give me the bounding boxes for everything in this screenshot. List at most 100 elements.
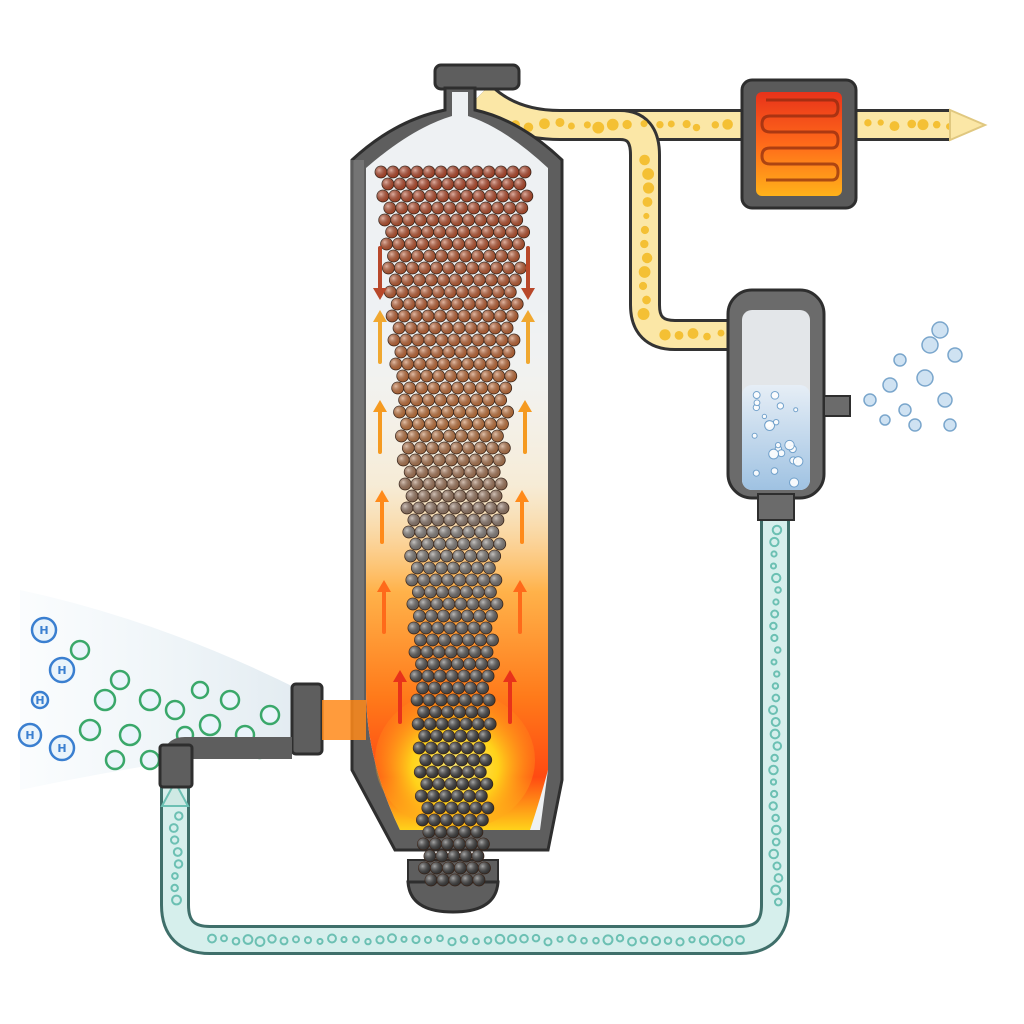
pellet-highlight — [399, 478, 412, 490]
pellet-highlight — [515, 202, 528, 214]
pellet-highlight — [432, 778, 445, 790]
water-droplet — [752, 391, 761, 399]
pellet-highlight — [395, 430, 408, 442]
offgas-bubble — [656, 120, 664, 129]
offgas-bubble — [674, 330, 684, 340]
pellet-highlight — [422, 394, 435, 406]
pellet-highlight — [495, 166, 507, 178]
pellet-highlight — [437, 610, 450, 622]
pellet-highlight — [431, 430, 444, 442]
recycle-bubble — [769, 536, 780, 548]
svg-text:H: H — [57, 664, 66, 677]
pellet-highlight — [397, 454, 410, 466]
pellet-highlight — [474, 214, 487, 226]
pellet-highlight — [417, 406, 430, 418]
pellet-highlight — [486, 634, 499, 646]
pellet-highlight — [405, 406, 418, 418]
pellet-highlight — [490, 598, 503, 610]
pellet-highlight — [409, 646, 422, 658]
offgas-bubble — [717, 329, 725, 337]
recycle-bubble — [519, 933, 529, 944]
pellet-highlight — [471, 334, 484, 346]
pellet-highlight — [517, 226, 530, 238]
pellet-highlight — [412, 190, 425, 202]
vapor-bubble — [916, 369, 934, 387]
heat-exchanger-icon — [740, 78, 858, 210]
pellet-highlight — [424, 418, 437, 430]
offgas-bubble — [917, 119, 929, 131]
pellet-highlight — [447, 334, 460, 346]
vapor-bubble — [893, 353, 907, 367]
pellet-highlight — [473, 358, 486, 370]
pellet-highlight — [405, 574, 418, 586]
pellet-highlight — [466, 730, 479, 742]
recycle-bubble — [770, 824, 782, 836]
pellet-highlight — [460, 586, 473, 598]
pellet-highlight — [433, 538, 446, 550]
pellet-highlight — [497, 274, 510, 286]
pellet-highlight — [445, 454, 458, 466]
pellet-highlight — [455, 514, 468, 526]
pellet-highlight — [435, 250, 448, 262]
pellet-highlight — [451, 790, 464, 802]
pellet-highlight — [405, 178, 418, 190]
pellet-highlight — [407, 514, 420, 526]
pellet-highlight — [463, 382, 476, 394]
water-vapor-bubbles — [863, 321, 963, 432]
pellet-highlight — [482, 310, 495, 322]
pellet-highlight — [507, 250, 520, 262]
recycle-bubble — [172, 847, 183, 857]
pellet-highlight — [488, 550, 501, 562]
pellet-highlight — [462, 214, 475, 226]
pellet-highlight — [409, 538, 422, 550]
offgas-bubble — [642, 197, 653, 207]
pellet-highlight — [453, 574, 466, 586]
recycle-bubble — [173, 859, 184, 869]
offgas-bubble — [555, 117, 565, 127]
pellet-highlight — [457, 802, 470, 814]
pellet-highlight — [429, 178, 442, 190]
down-arrow-icon — [521, 246, 535, 300]
recycle-bubble — [773, 670, 781, 678]
gas-molecule — [104, 749, 126, 771]
pellet-highlight — [438, 214, 451, 226]
recycle-bubble — [447, 936, 457, 947]
recycle-bubble — [615, 933, 625, 943]
pellet-highlight — [421, 454, 434, 466]
pellet-highlight — [451, 298, 464, 310]
pellet-highlight — [445, 226, 458, 238]
pellet-highlight — [472, 586, 485, 598]
pellet-highlight — [433, 802, 446, 814]
pellet-highlight — [424, 586, 437, 598]
pellet-highlight — [413, 610, 426, 622]
pellet-highlight — [489, 406, 502, 418]
pellet-highlight — [400, 190, 413, 202]
pellet-highlight — [421, 538, 434, 550]
recycle-bubble — [168, 823, 179, 833]
pellet-highlight — [459, 562, 472, 574]
pellet-highlight — [454, 730, 467, 742]
pellet-highlight — [426, 634, 439, 646]
pellet-highlight — [435, 478, 448, 490]
pellet-highlight — [400, 418, 413, 430]
pellet-highlight — [416, 550, 429, 562]
pellet-highlight — [459, 250, 472, 262]
pellet-highlight — [426, 526, 439, 538]
pellet-highlight — [387, 250, 400, 262]
pellet-highlight — [413, 742, 426, 754]
pellet-highlight — [476, 682, 489, 694]
pellet-highlight — [498, 442, 511, 454]
pellet-highlight — [436, 418, 449, 430]
recycle-bubble — [772, 741, 783, 751]
pellet-highlight — [461, 274, 474, 286]
pellet-highlight — [453, 322, 466, 334]
recycle-bubble — [292, 935, 300, 944]
pellet-highlight — [447, 694, 460, 706]
pellet-highlight — [471, 166, 483, 178]
pellet-highlight — [414, 442, 427, 454]
pellet-highlight — [470, 670, 483, 682]
pellet-highlight — [472, 502, 485, 514]
recycle-bubble — [423, 935, 433, 944]
pellet-highlight — [443, 202, 456, 214]
up-arrow-icon — [521, 310, 535, 364]
